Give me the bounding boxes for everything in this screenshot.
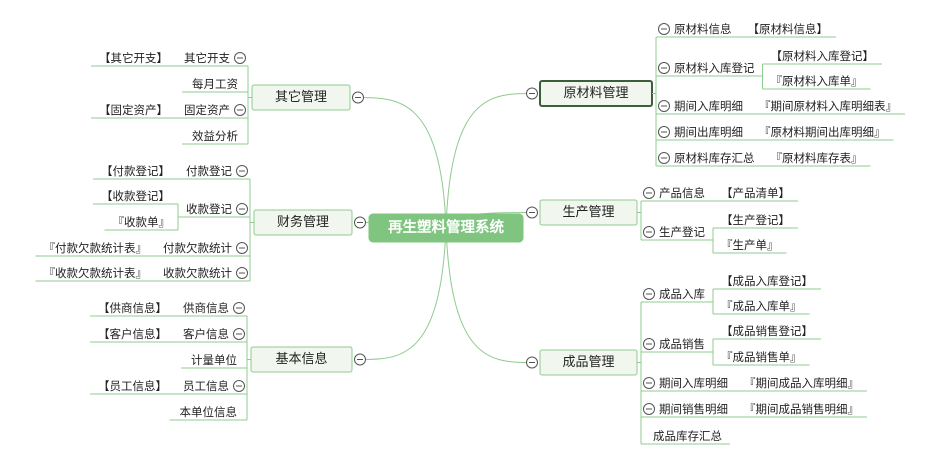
branch-label: 其它管理: [275, 89, 327, 105]
right-branch-connector: [445, 226, 533, 363]
sub-node-label: 员工信息: [183, 379, 229, 393]
leaf-node-label: 【收款登记】: [101, 189, 170, 203]
sub-node-label: 期间入库明细: [659, 376, 728, 390]
sub-collapse-toggle[interactable]: [643, 403, 655, 415]
sub-collapse-toggle[interactable]: [236, 165, 248, 177]
leaf-node-label: 『原材料库存表』: [771, 151, 863, 165]
leaf-node-label: 『期间成品入库明细』: [744, 376, 859, 390]
sub-collapse-toggle[interactable]: [643, 377, 655, 389]
sub-node-label: 期间入库明细: [674, 99, 743, 113]
sub-node-label: 成品库存汇总: [653, 429, 722, 443]
branch-collapse-toggle[interactable]: [352, 91, 364, 104]
leaf-node-label: 『期间原材料入库明细表』: [759, 99, 897, 113]
left-branch-connector: [359, 226, 447, 360]
sub-node-label: 每月工资: [192, 77, 238, 91]
leaf-node-label: 【生产登记】: [721, 213, 790, 227]
sub-collapse-toggle[interactable]: [643, 187, 655, 199]
leaf-node-label: 【其它开支】: [99, 51, 168, 65]
leaf-node-label: 『收款单』: [113, 215, 171, 229]
leaf-node-label: 『付款欠款统计表』: [44, 241, 148, 255]
sub-node-label: 收款登记: [186, 202, 232, 216]
sub-node-label: 原材料信息: [674, 22, 732, 36]
branch-collapse-toggle[interactable]: [354, 216, 366, 229]
sub-node-label: 原材料入库登记: [674, 61, 755, 75]
sub-node-label: 计量单位: [191, 353, 237, 367]
leaf-node-label: 『成品入库单』: [721, 299, 802, 313]
branch-label: 原材料管理: [563, 86, 628, 101]
sub-collapse-toggle[interactable]: [658, 23, 670, 35]
root-node-label: 再生塑料管理系统: [388, 218, 504, 236]
sub-collapse-toggle[interactable]: [236, 267, 248, 279]
sub-collapse-toggle[interactable]: [234, 52, 246, 64]
sub-node-label: 成品销售: [659, 337, 705, 351]
sub-collapse-toggle[interactable]: [236, 242, 248, 254]
leaf-node-label: 【原材料入库登记】: [771, 49, 875, 63]
leaf-node-label: 【产品清单】: [721, 186, 790, 200]
sub-collapse-toggle[interactable]: [658, 126, 670, 138]
branch-label: 基本信息: [275, 351, 327, 367]
leaf-node-label: 【成品入库登记】: [721, 274, 813, 288]
leaf-node-label: 『成品销售单』: [721, 350, 802, 364]
leaf-node-label: 【成品销售登记】: [721, 324, 813, 338]
sub-collapse-toggle[interactable]: [233, 328, 245, 340]
left-branch-connector: [357, 97, 447, 228]
sub-node-label: 付款登记: [186, 164, 232, 178]
sub-node-label: 收款欠款统计: [163, 266, 232, 280]
leaf-node-label: 『原材料期间出库明细』: [759, 125, 886, 139]
leaf-node-label: 【付款登记】: [101, 164, 170, 178]
sub-collapse-toggle[interactable]: [658, 62, 670, 74]
sub-collapse-toggle[interactable]: [233, 380, 245, 392]
branch-collapse-toggle[interactable]: [526, 356, 538, 369]
leaf-node-label: 『原材料入库单』: [771, 74, 863, 88]
sub-node-label: 付款欠款统计: [163, 241, 232, 255]
sub-collapse-toggle[interactable]: [643, 288, 655, 300]
branch-label: 财务管理: [277, 214, 329, 230]
sub-collapse-toggle[interactable]: [236, 203, 248, 215]
sub-node-label: 供商信息: [183, 301, 229, 315]
sub-node-label: 产品信息: [659, 186, 705, 200]
branch-collapse-toggle[interactable]: [354, 353, 366, 366]
leaf-node-label: 【固定资产】: [99, 103, 168, 117]
sub-collapse-toggle[interactable]: [643, 226, 655, 238]
branch-label: 成品管理: [562, 355, 614, 370]
sub-node-label: 原材料库存汇总: [674, 151, 755, 165]
branch-label: 生产管理: [562, 205, 614, 220]
branch-collapse-toggle[interactable]: [526, 206, 538, 219]
leaf-node-label: 【员工信息】: [98, 379, 167, 393]
root-node[interactable]: 再生塑料管理系统: [368, 213, 524, 243]
sub-node-label: 其它开支: [184, 51, 230, 65]
sub-node-label: 效益分析: [192, 129, 238, 143]
leaf-node-label: 【客户信息】: [98, 327, 167, 341]
root-node-box: [368, 213, 524, 243]
sub-collapse-toggle[interactable]: [234, 104, 246, 116]
sub-node-label: 成品入库: [659, 287, 705, 301]
sub-node-label: 生产登记: [659, 225, 705, 239]
right-branch-connector: [445, 93, 533, 228]
leaf-node-label: 『期间成品销售明细』: [744, 402, 859, 416]
sub-node-label: 期间出库明细: [674, 125, 743, 139]
sub-node-label: 客户信息: [183, 327, 229, 341]
leaf-node-label: 【原材料信息】: [748, 22, 829, 36]
branch-collapse-toggle[interactable]: [526, 87, 538, 100]
sub-collapse-toggle[interactable]: [643, 338, 655, 350]
sub-node-label: 本单位信息: [180, 405, 238, 419]
sub-node-label: 固定资产: [184, 103, 230, 117]
leaf-node-label: 『收款欠款统计表』: [44, 266, 148, 280]
sub-collapse-toggle[interactable]: [658, 152, 670, 164]
leaf-node-label: 『生产单』: [721, 238, 779, 252]
sub-collapse-toggle[interactable]: [658, 100, 670, 112]
sub-collapse-toggle[interactable]: [233, 302, 245, 314]
leaf-node-label: 【供商信息】: [98, 301, 167, 315]
sub-node-label: 期间销售明细: [659, 402, 728, 416]
